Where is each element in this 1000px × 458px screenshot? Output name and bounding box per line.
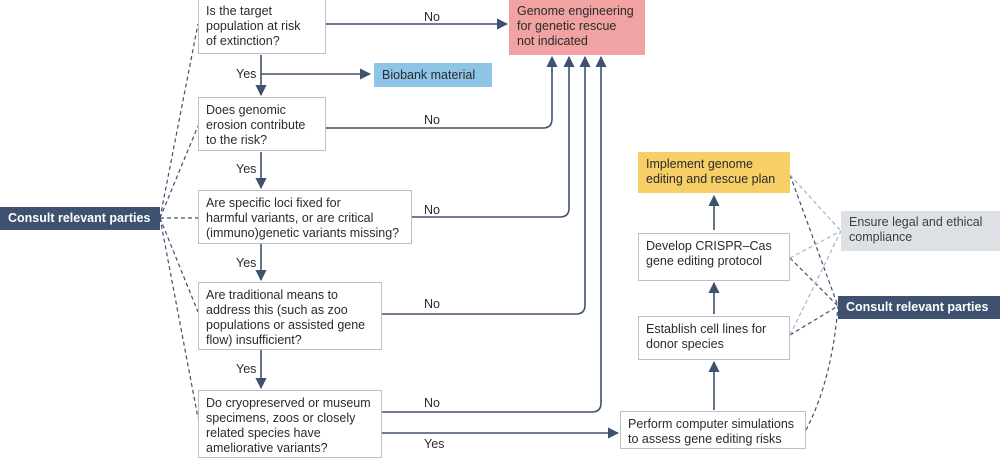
- dashed-right-develop: [789, 257, 839, 307]
- label-q4-no: No: [424, 297, 440, 311]
- label-q5-yes: Yes: [424, 437, 445, 451]
- label-q1-no: No: [424, 10, 440, 24]
- dashed-left-q2: [159, 125, 199, 219]
- question-genomic-erosion: Does genomic erosion contribute to the r…: [198, 97, 326, 151]
- arrow-q5-no: [382, 55, 607, 413]
- dashed-right-sim: [805, 305, 839, 431]
- step-implement-plan: Implement genome editing and rescue plan: [638, 152, 790, 193]
- arrow-q3-no: [412, 55, 575, 218]
- consult-parties-right: Consult relevant parties: [838, 296, 1000, 319]
- dashed-left-q5: [159, 217, 199, 419]
- step-develop-protocol: Develop CRISPR–Cas gene editing protocol: [638, 233, 790, 281]
- question-extinction-risk: Is the target population at risk of exti…: [198, 0, 326, 54]
- label-q3-no: No: [424, 203, 440, 217]
- label-q4-yes: Yes: [236, 362, 257, 376]
- label-q2-yes: Yes: [236, 162, 257, 176]
- dashed-left-q4: [159, 217, 199, 313]
- label-q2-no: No: [424, 113, 440, 127]
- outcome-not-indicated: Genome engineering for genetic rescue no…: [509, 0, 645, 55]
- question-ameliorative-variants: Do cryopreserved or museum specimens, zo…: [198, 390, 382, 458]
- label-q5-no: No: [424, 396, 440, 410]
- dashed-right-cells: [789, 305, 839, 336]
- step-establish-cell-lines: Establish cell lines for donor species: [638, 316, 790, 360]
- question-traditional-means: Are traditional means to address this (s…: [198, 282, 382, 350]
- dashed-legal-develop: [789, 230, 842, 259]
- dashed-right-implement: [789, 174, 839, 307]
- step-computer-simulations: Perform computer simulations to assess g…: [620, 411, 806, 449]
- label-q1-yes: Yes: [236, 67, 257, 81]
- legal-ethical-compliance: Ensure legal and ethical compliance: [841, 211, 1000, 251]
- dashed-legal-cells: [789, 230, 842, 336]
- question-loci-fixed: Are specific loci fixed for harmful vari…: [198, 190, 412, 244]
- arrow-q4-no: [382, 55, 591, 315]
- consult-parties-left: Consult relevant parties: [0, 207, 160, 230]
- outcome-biobank-material: Biobank material: [374, 63, 492, 87]
- dashed-legal-implement: [789, 174, 842, 232]
- label-q3-yes: Yes: [236, 256, 257, 270]
- arrow-q2-no: [326, 55, 558, 129]
- dashed-left-q1: [159, 23, 199, 219]
